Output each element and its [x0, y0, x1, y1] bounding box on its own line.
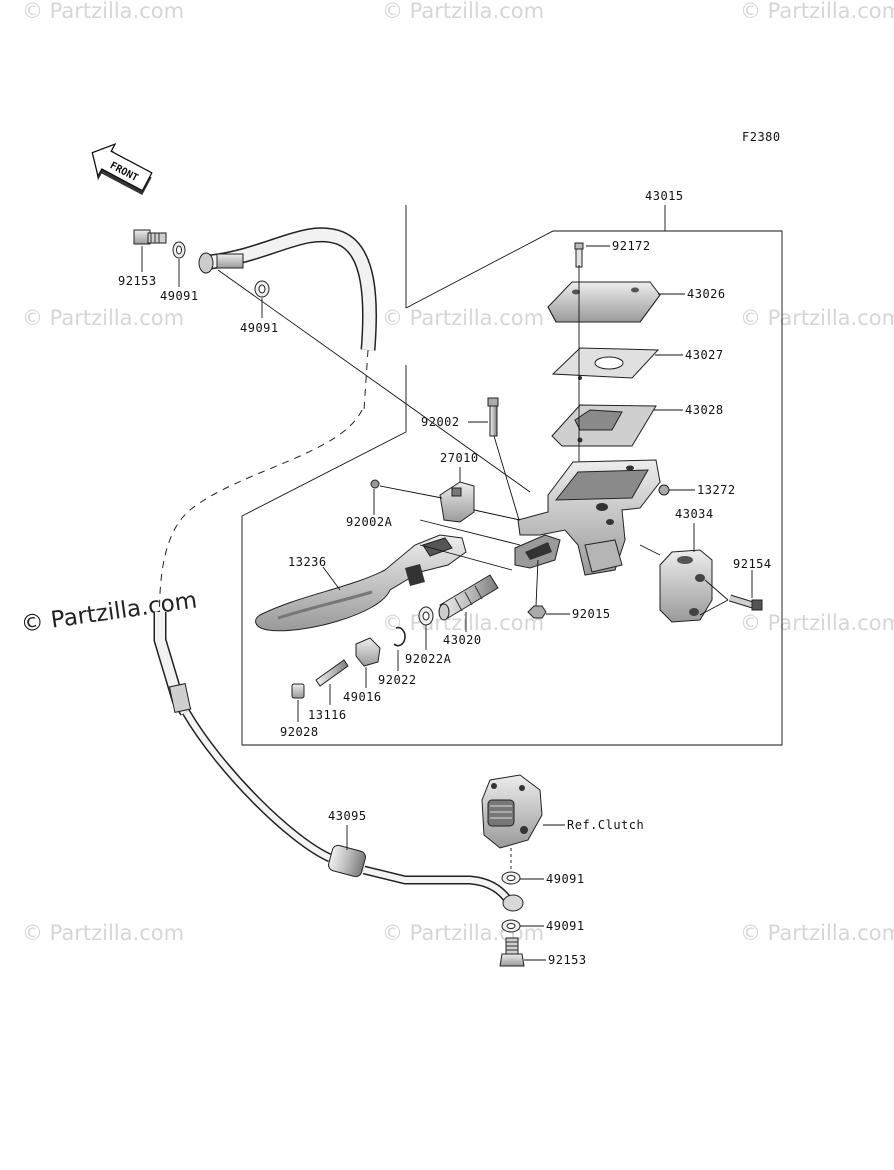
- clamp-bolt-92154: 92154: [699, 557, 772, 616]
- label-49016: 49016: [343, 690, 382, 704]
- label-13236: 13236: [288, 555, 327, 569]
- label-92172: 92172: [612, 239, 651, 253]
- label-92015: 92015: [572, 607, 611, 621]
- front-arrow: FRONT: [91, 143, 153, 196]
- watermark-text: © Partzilla.com: [740, 0, 894, 23]
- handlebar-clamp-43034: 43034: [639, 507, 714, 623]
- washer-92022A: 92022A: [405, 606, 452, 666]
- figure-code: F2380: [742, 130, 781, 144]
- watermark-text: © Partzilla.com: [22, 921, 184, 945]
- banjo-bolt-92153-top: 92153: [118, 229, 167, 288]
- label-92022: 92022: [378, 673, 417, 687]
- reservoir-cap-43026: 43026: [547, 281, 726, 323]
- switch-27010: 27010: [439, 451, 521, 523]
- label-27010: 27010: [440, 451, 479, 465]
- watermark-text: © Partzilla.com: [382, 611, 544, 635]
- bleed-cap-13272: 13272: [658, 483, 736, 497]
- washer-49091-a: 49091: [160, 241, 199, 303]
- label-43027: 43027: [685, 348, 724, 362]
- label-13116: 13116: [308, 708, 347, 722]
- label-43026: 43026: [687, 287, 726, 301]
- watermark-text: © Partzilla.com: [22, 0, 184, 23]
- assembly-box-43015: 43015: [241, 189, 783, 746]
- screw-92172: 92172: [574, 239, 651, 268]
- washer-49091-c: 49091: [501, 871, 585, 886]
- watermark-text: © Partzilla.com: [382, 306, 544, 330]
- screw-92002A: 92002A: [346, 479, 443, 529]
- label-49091-d: 49091: [546, 919, 585, 933]
- label-92002A: 92002A: [346, 515, 393, 529]
- nut-92015: 92015: [527, 559, 611, 621]
- washer-49091-b: 49091: [240, 280, 279, 335]
- piston-assembly-43020: 43020: [438, 574, 499, 647]
- label-43020: 43020: [443, 633, 482, 647]
- banjo-bolt-92153-bottom: 92153: [499, 937, 587, 967]
- label-92002: 92002: [421, 415, 460, 429]
- label-43028: 43028: [685, 403, 724, 417]
- cap-92028: 92028: [280, 683, 319, 739]
- watermark-text: © Partzilla.com: [22, 306, 184, 330]
- label-13272: 13272: [697, 483, 736, 497]
- label-92028: 92028: [280, 725, 319, 739]
- watermark-text-dark: © Partzilla.com: [19, 587, 198, 637]
- label-92154: 92154: [733, 557, 772, 571]
- watermark-text: © Partzilla.com: [740, 921, 894, 945]
- label-43034: 43034: [675, 507, 714, 521]
- clutch-hose-43095: 43095: [153, 227, 524, 912]
- label-49091-c: 49091: [546, 872, 585, 886]
- label-43015: 43015: [645, 189, 684, 203]
- clutch-slave-cylinder-ref: Ref.Clutch: [481, 774, 644, 849]
- dust-boot-49016: 49016: [343, 637, 382, 704]
- clutch-lever-13236: 13236: [255, 534, 467, 632]
- label-49091-a: 49091: [160, 289, 199, 303]
- label-92153-top: 92153: [118, 274, 157, 288]
- master-cylinder-body: [517, 459, 661, 576]
- label-43095: 43095: [328, 809, 367, 823]
- diaphragm-43028: 43028: [551, 403, 724, 447]
- washer-49091-d: 49091: [501, 919, 585, 933]
- pivot-bolt-92002: 92002: [421, 397, 523, 531]
- label-49091-b: 49091: [240, 321, 279, 335]
- watermark-text: © Partzilla.com: [740, 611, 894, 635]
- label-92022A: 92022A: [405, 652, 452, 666]
- watermark-text: © Partzilla.com: [382, 0, 544, 23]
- label-92153-bottom: 92153: [548, 953, 587, 967]
- watermark-text: © Partzilla.com: [740, 306, 894, 330]
- circlip-92022: 92022: [378, 626, 417, 687]
- label-ref-clutch: Ref.Clutch: [567, 818, 644, 832]
- push-rod-13116: 13116: [308, 659, 349, 722]
- lever-pivot-linkage: [419, 519, 561, 571]
